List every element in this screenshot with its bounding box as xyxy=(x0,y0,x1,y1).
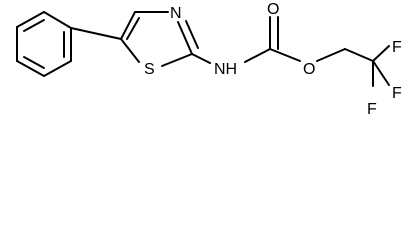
phenyl-ring xyxy=(16,11,72,77)
carbamate-chain xyxy=(191,16,390,87)
atom-s-ring: S xyxy=(144,61,155,78)
atom-f2: F xyxy=(392,85,402,102)
atom-f3: F xyxy=(367,101,377,118)
atom-o-ester: O xyxy=(303,61,315,78)
molecule-structure: N S NH O O F F F xyxy=(16,1,402,118)
thiazole-ring xyxy=(120,11,199,67)
molecule-canvas: N S NH O O F F F xyxy=(16,1,402,118)
atom-nh: NH xyxy=(214,61,237,78)
phenyl-thiazole-bond xyxy=(70,27,122,40)
atom-n-ring: N xyxy=(170,5,182,22)
atom-o-carbonyl: O xyxy=(267,1,279,18)
atom-f1: F xyxy=(392,39,402,56)
